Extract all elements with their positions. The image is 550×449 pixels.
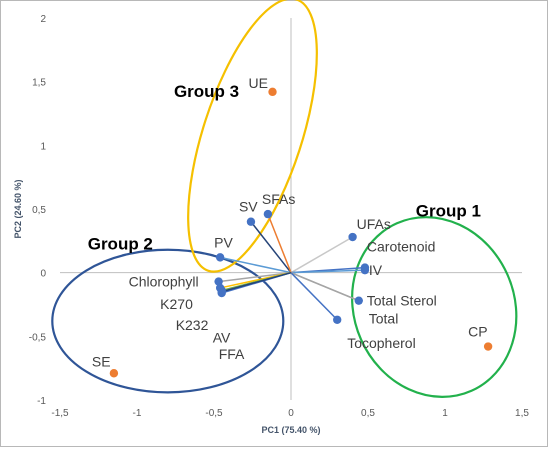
point-label: PV xyxy=(214,234,233,250)
loading-line xyxy=(267,213,292,273)
loading-line xyxy=(290,236,353,274)
point-label: K270 xyxy=(160,296,193,312)
x-tick-label: 1,5 xyxy=(515,408,529,419)
y-tick-label: 1 xyxy=(40,141,46,152)
x-tick-label: -1 xyxy=(133,408,142,419)
group-label: Group 3 xyxy=(174,82,239,101)
y-tick-label: -1 xyxy=(37,396,46,407)
variable-point xyxy=(215,253,225,262)
group-label: Group 2 xyxy=(88,235,153,254)
point-label: IV xyxy=(369,262,383,278)
y-tick-label: -0,5 xyxy=(29,332,47,343)
sample-point xyxy=(268,87,277,97)
loading-line xyxy=(250,221,292,274)
loading-line xyxy=(290,272,338,321)
point-label: Total Sterol xyxy=(367,293,437,309)
point-label: K232 xyxy=(176,317,209,333)
x-tick-label: -0,5 xyxy=(205,408,223,419)
group-ellipses xyxy=(51,0,518,399)
y-axis-label: PC2 (24.60 %) xyxy=(13,179,23,238)
point-label: Total xyxy=(369,311,399,327)
variable-point xyxy=(263,209,273,219)
variable-point xyxy=(360,265,370,275)
loading-line xyxy=(220,256,292,274)
point-label: UFAs xyxy=(357,216,391,232)
variable-point xyxy=(246,217,256,226)
y-tick-label: 2 xyxy=(40,14,46,25)
point-label: SFAs xyxy=(262,191,295,207)
loading-lines xyxy=(218,213,365,321)
group-ellipse xyxy=(351,216,518,399)
y-tick-label: 0,5 xyxy=(32,205,46,216)
x-tick-label: 0,5 xyxy=(361,408,375,419)
variable-point xyxy=(333,315,342,324)
point-label: SV xyxy=(239,199,258,215)
data-points xyxy=(109,87,493,378)
point-label: AV xyxy=(213,329,231,345)
variable-point xyxy=(217,287,226,296)
group-label: Group 1 xyxy=(416,202,481,221)
sample-point xyxy=(483,342,493,351)
point-label: Carotenoid xyxy=(367,239,436,255)
loading-line xyxy=(218,271,292,283)
loading-line xyxy=(221,271,292,293)
variable-point xyxy=(214,277,223,286)
y-tick-label: 0 xyxy=(40,269,46,280)
point-label: Chlorophyll xyxy=(129,274,199,290)
loading-line xyxy=(290,269,365,274)
point-label: Tocopherol xyxy=(347,335,416,351)
sample-point xyxy=(109,369,119,378)
x-tick-label: 0 xyxy=(288,408,294,419)
variable-point xyxy=(348,232,357,242)
point-label: FFA xyxy=(219,346,245,362)
group-ellipse xyxy=(51,248,285,394)
x-tick-label: 1 xyxy=(442,408,448,419)
group-ellipse xyxy=(187,0,318,273)
point-label: CP xyxy=(468,324,487,340)
point-label: SE xyxy=(92,353,111,369)
x-axis-label: PC1 (75.40 %) xyxy=(261,425,320,435)
x-tick-label: -1,5 xyxy=(51,408,69,419)
group-labels: Group 1 Group 2 Group 3 xyxy=(88,82,481,254)
y-tick-label: 1,5 xyxy=(32,78,46,89)
point-label: UE xyxy=(249,75,268,91)
variable-point xyxy=(354,296,363,305)
loading-line xyxy=(290,271,360,302)
